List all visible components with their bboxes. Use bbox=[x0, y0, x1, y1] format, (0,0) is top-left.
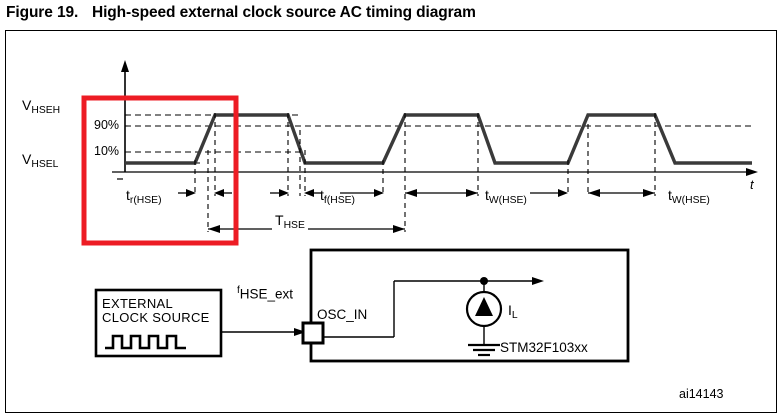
figure-title-text: High-speed external clock source AC timi… bbox=[92, 4, 476, 21]
label-leakage-current: IL bbox=[508, 302, 518, 321]
figure-id: ai14143 bbox=[679, 387, 724, 401]
label-threshold-10: 10% bbox=[94, 144, 120, 158]
label-time-axis: t bbox=[750, 177, 754, 192]
label-fhse-ext: fHSE_ext bbox=[237, 285, 294, 302]
label-period: THSE bbox=[272, 213, 308, 232]
label-pulse-width-2: tW(HSE) bbox=[668, 187, 710, 206]
stm32-device-box bbox=[309, 248, 630, 363]
label-rise-time: tr(HSE) bbox=[126, 187, 162, 206]
clock-waveform bbox=[125, 113, 752, 165]
page-title: Figure 19. High-speed external clock sour… bbox=[6, 4, 776, 28]
label-pulse-width-1: tW(HSE) bbox=[485, 187, 527, 206]
internal-wiring bbox=[323, 277, 544, 345]
label-fall-time: tf(HSE) bbox=[320, 187, 355, 206]
junction-dot bbox=[480, 277, 488, 285]
label-device-name: STM32F103xx bbox=[500, 340, 588, 355]
highlight-rectangle bbox=[81, 95, 239, 246]
label-vhsel: VHSEL bbox=[22, 151, 59, 170]
square-wave-icon bbox=[105, 334, 186, 350]
label-vhseh: VHSEH bbox=[22, 97, 61, 116]
axes bbox=[112, 60, 758, 176]
current-source-symbol bbox=[465, 290, 503, 328]
source-to-pin-wire bbox=[221, 328, 306, 336]
figure-number: Figure 19. bbox=[6, 4, 79, 21]
measure-arrows bbox=[178, 189, 655, 233]
label-external-source-line2: CLOCK SOURCE bbox=[102, 310, 210, 325]
ground-symbol bbox=[468, 343, 500, 357]
osc-in-pad bbox=[301, 321, 325, 345]
label-external-source-line1: EXTERNAL bbox=[102, 296, 174, 311]
drop-lines bbox=[194, 113, 656, 232]
external-clock-source-box bbox=[94, 288, 223, 358]
label-osc-in: OSC_IN bbox=[317, 307, 368, 322]
label-threshold-90: 90% bbox=[94, 118, 120, 132]
